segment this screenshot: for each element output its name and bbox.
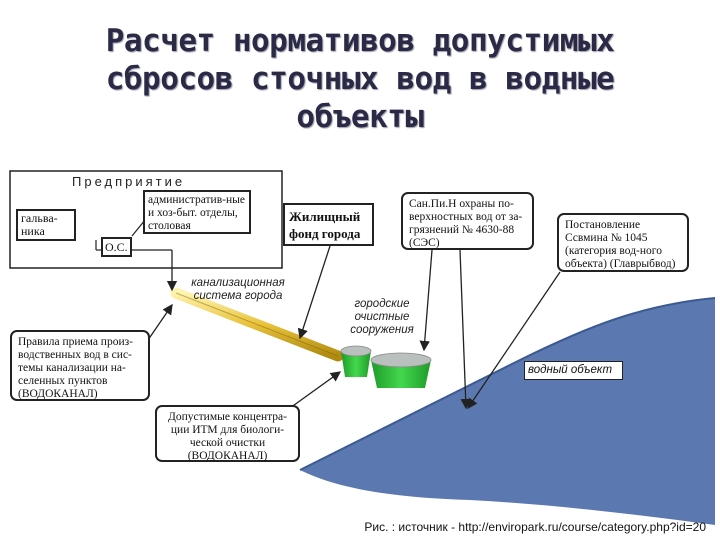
arrow-sanpin-1 (459, 249, 471, 410)
rules-box: Правила приема произ-водственных вод в с… (10, 330, 150, 401)
water-body-label: водный объект (524, 361, 623, 380)
river-bank (299, 297, 716, 471)
sewer-label: канализационная система города (191, 277, 285, 302)
water-body-shape (300, 298, 715, 525)
os-box: О.С. (101, 237, 132, 257)
galvanika-box: гальва-ника (16, 209, 76, 241)
enterprise-frame (9, 170, 283, 269)
treatment-label: городские очистные сооружения (350, 298, 414, 336)
slide-title: Расчет нормативов допустимых сбросов сто… (0, 22, 720, 136)
sanpin-box: Сан.Пи.Н охраны по-верхностных вод от за… (401, 192, 534, 250)
arrow-rules (147, 303, 173, 341)
admin-box: административ-ные и хоз-быт. отделы, сто… (143, 190, 251, 234)
title-line-3: объекты (296, 99, 424, 135)
housing-box: Жилищный фонд города (283, 203, 374, 246)
limits-box: Допустимые концентра-ции ИТМ для биологи… (155, 405, 300, 462)
arrow-sanpin-2 (419, 249, 433, 352)
source-caption: Рис. : источник - http://enviropark.ru/c… (364, 520, 706, 534)
enterprise-heading: Предприятие (72, 174, 186, 189)
arrow-limits (289, 371, 342, 409)
arrow-housing-to-treatment (297, 245, 331, 340)
arrow-resolution (467, 271, 561, 410)
title-line-1: Расчет нормативов допустимых (105, 23, 615, 59)
title-line-2: сбросов сточных вод в водные (105, 61, 615, 97)
resolution-box: Постановление Ссвмина № 1045 (категория … (557, 213, 689, 272)
treatment-tanks (340, 345, 432, 388)
